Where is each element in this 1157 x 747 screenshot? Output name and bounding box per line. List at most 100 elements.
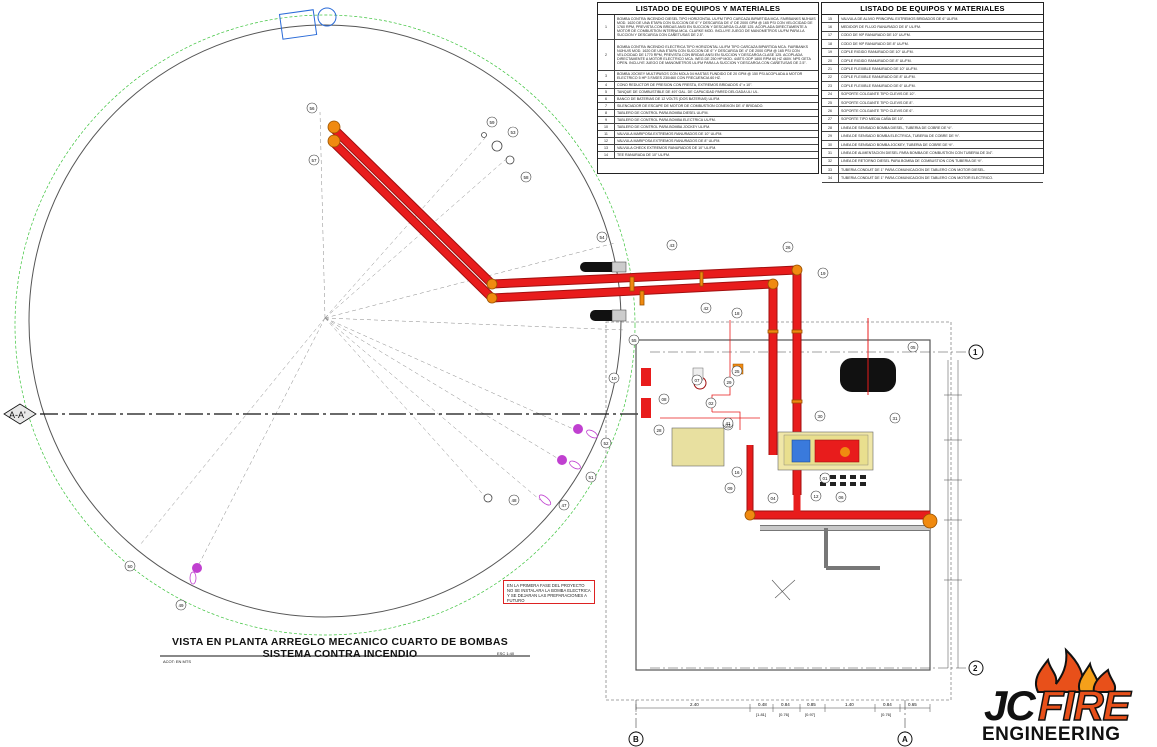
section-label: A-A' <box>9 410 26 420</box>
table-row-number: 34 <box>822 174 839 182</box>
table-row-description: VALVULA DE ALIVIO PRINCIPAL EXTREMOS BRI… <box>841 16 959 21</box>
callout-10: 10 <box>611 376 617 381</box>
pump-room-outline <box>605 321 952 701</box>
table-row-description: TABLERO DE CONTROL PARA BOMBA JOCKEY UL/… <box>617 125 711 129</box>
callout-12: 12 <box>813 494 819 499</box>
table-row-number: 25 <box>822 98 839 107</box>
dim-sub-3: [0.97] <box>805 712 815 717</box>
table-right-title: LISTADO DE EQUIPOS Y MATERIALES <box>822 3 1043 15</box>
grid-label-1: 1 <box>973 348 978 357</box>
dim-6: 0.84 <box>883 702 892 707</box>
grid-bubble-a <box>897 731 913 747</box>
table-row-number: 11 <box>598 131 615 137</box>
table-row-description: TABLERO DE CONTROL PARA BOMBA DIESEL UL/… <box>617 111 709 115</box>
table-row-description: CONO REDUCTOR DE PRESION CON FRESTA, EXT… <box>617 83 753 87</box>
sensing-lines <box>660 320 760 430</box>
callout-18: 18 <box>734 311 740 316</box>
grid-bubble-b <box>628 731 644 747</box>
callout-04: 04 <box>770 496 776 501</box>
table-row-description: TANQUE DE COMBUSTIBLE DE 497 GAL. DE CAP… <box>617 90 759 94</box>
callout-bubbles <box>124 102 919 611</box>
table-row-description: LINEA DE ALIMENTACION DIESEL PARA BOMBA … <box>841 150 994 155</box>
table-row-number: 13 <box>598 145 615 151</box>
callout-09: 09 <box>727 486 733 491</box>
table-row-description: SILENCIADOR DE ESCAPE DE MOTOR DE COMBUS… <box>617 104 764 108</box>
pump-room-wall <box>635 339 931 671</box>
table-row-description: CODO DE 90º RANURADO DE 10" UL/FM. <box>841 33 911 38</box>
logo-engineering: ENGINEERING <box>982 724 1121 745</box>
callout-08: 08 <box>661 397 667 402</box>
table-row-number: 32 <box>822 157 839 166</box>
callout-labels: 01 02 03 04 05 06 07 08 09 10 12 16 18 1… <box>127 106 916 608</box>
callout-31: 31 <box>892 416 898 421</box>
dim-sub-4: [0.76] <box>881 712 891 717</box>
table-row-number: 31 <box>822 149 839 157</box>
callout-55: 55 <box>631 338 637 343</box>
callout-16: 16 <box>734 470 740 475</box>
table-row-number: 7 <box>598 103 615 109</box>
table-row-description: TUBERIA CONDUIT DE 1" PARA COMUNICACION … <box>841 176 994 181</box>
callout-59: 59 <box>489 120 495 125</box>
callout-48: 48 <box>511 498 517 503</box>
callout-30: 30 <box>817 414 823 419</box>
callout-19: 19 <box>820 271 826 276</box>
callout-41: 41 <box>725 421 731 426</box>
table-row-description: COPLE FLEXIBLE RANURADO DE 8" UL/FM. <box>841 75 916 80</box>
callout-47: 47 <box>561 503 567 508</box>
control-panel-diesel <box>641 368 651 418</box>
table-row-number: 33 <box>822 166 839 174</box>
callout-03: 03 <box>725 423 731 428</box>
table-row-number: 30 <box>822 140 839 149</box>
table-row-description: CODO DE 90º RANURADO DE 8" UL/FM. <box>841 41 909 46</box>
table-row-number: 26 <box>822 107 839 115</box>
table-row-description: TUBERIA CONDUIT DE 1" PARA COMUNICACION … <box>841 167 986 172</box>
table-row-number: 18 <box>822 40 839 48</box>
table-row-description: VALVULA MARIPOSA EXTREMOS RANURADOS DE 1… <box>617 132 723 136</box>
table-row-description: LINEA DE RETORNO DIESEL PARA BOMBA DE CO… <box>841 159 983 164</box>
dim-7: 0.65 <box>908 702 917 707</box>
table-row-description: BOMBA JOCKEY MULTIPASOS CON MOLA 04 HAST… <box>617 72 803 80</box>
tank-outer-circle <box>14 14 636 636</box>
table-row-description: BOMBA CONTRA INCENDIO ELECTRICA TIPO HOR… <box>617 45 811 65</box>
dim-sub-1: [1.81] <box>756 712 766 717</box>
grid-bubble-2 <box>968 660 984 676</box>
callout-58: 58 <box>523 175 529 180</box>
flame-icon <box>1034 647 1117 693</box>
table-row-number: 17 <box>822 31 839 40</box>
table-row-description: SOPORTE TIPO MEDIA CAÑA DE 10". <box>841 117 905 122</box>
tank-top-hatch <box>278 9 318 40</box>
logo-jc: JC <box>984 682 1036 729</box>
dim-1: 2.40 <box>690 702 699 707</box>
table-row-description: COPLE RIGIDO RANURADO DE 8" UL/FM. <box>841 58 912 63</box>
table-row-description: VALVULA CHECK EXTREMOS RANURADOS DE 10" … <box>617 146 717 150</box>
table-row-description: VALVULA MARIPOSA EXTREMOS RANURADOS DE 8… <box>617 139 721 143</box>
title-sub-left: ACOT: EN MTS <box>163 659 191 664</box>
callout-25: 25 <box>734 369 740 374</box>
table-row-number: 2 <box>598 40 615 70</box>
drawing-title-block: VISTA EN PLANTA ARREGLO MECANICO CUARTO … <box>160 636 520 660</box>
dim-4: 0.85 <box>807 702 816 707</box>
table-row-description: SOPORTE COLGANTE TIPO CLEVIS DE 10". <box>841 92 916 97</box>
callout-53: 53 <box>510 130 516 135</box>
radial-guides <box>139 111 626 569</box>
table-row-number: 1 <box>598 15 615 39</box>
table-row-number: 19 <box>822 48 839 56</box>
table-row-description: LINEA DE SENSADO BOMBA DIESEL, TUBERIA D… <box>841 125 953 130</box>
table-row-number: 4 <box>598 82 615 88</box>
